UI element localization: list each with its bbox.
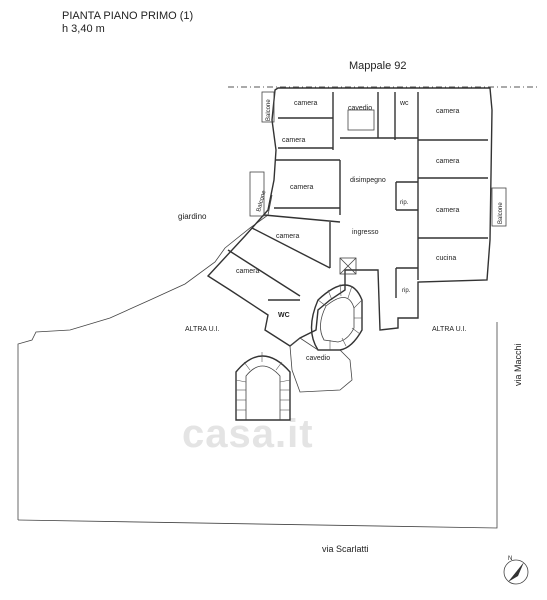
balcone-left-mid-outline <box>249 171 265 217</box>
mappale-label: Mappale 92 <box>349 60 407 72</box>
wc-bottom-label: WC <box>278 312 290 319</box>
lift-box <box>339 257 357 275</box>
interior-walls <box>227 92 488 301</box>
cavedio-bottom-label: cavedio <box>306 355 330 362</box>
lot-outline <box>17 194 273 520</box>
ingresso-label: ingresso <box>352 229 379 236</box>
camera-label-7: camera <box>436 158 459 165</box>
camera-label-6: camera <box>436 108 459 115</box>
camera-label-1: camera <box>294 100 317 107</box>
lift-cross-b <box>339 257 357 275</box>
disimpegno-label: disimpegno <box>350 177 386 184</box>
via-scarlatti-label: via Scarlatti <box>322 544 369 554</box>
balcone-right-label: Balcone <box>498 202 504 224</box>
camera-label-8: camera <box>436 207 459 214</box>
rip-label-1: rip. <box>400 200 409 206</box>
camera-label-4: camera <box>276 233 299 240</box>
camera-label-2: camera <box>282 137 305 144</box>
cavedio-top-area <box>347 109 375 131</box>
lot-outline-bottom <box>17 322 498 529</box>
rip-label-2: rip. <box>402 288 411 294</box>
apartment-perimeter <box>206 87 493 347</box>
camera-label-3: camera <box>290 184 313 191</box>
plan-height: h 3,40 m <box>62 23 105 35</box>
plan-title: PIANTA PIANO PRIMO (1) <box>62 10 194 22</box>
wc-top-label: wc <box>399 100 409 107</box>
cucina-label: cucina <box>436 255 456 262</box>
altra-ui-left-label: ALTRA U.I. <box>185 326 220 333</box>
compass-letter: N <box>508 556 512 562</box>
balcone-left-top-label: Balcone <box>266 99 272 121</box>
lower-staircase <box>235 352 291 421</box>
cavedio-bottom-outline <box>289 337 353 393</box>
balcone-right-outline <box>491 187 507 227</box>
camera-label-5: camera <box>236 268 259 275</box>
cavedio-top-label: cavedio <box>348 105 372 112</box>
compass-icon: N <box>503 556 529 585</box>
altra-ui-right-label: ALTRA U.I. <box>432 326 467 333</box>
balcone-left-mid-label: Balcone <box>256 189 268 212</box>
room-labels: Mappale 92 giardino Balcone Balcone Balc… <box>178 60 523 554</box>
giardino-label: giardino <box>178 212 207 221</box>
via-macchi-label: via Macchi <box>513 343 523 386</box>
balcone-left-top-outline <box>261 91 275 123</box>
main-staircase <box>310 283 363 351</box>
